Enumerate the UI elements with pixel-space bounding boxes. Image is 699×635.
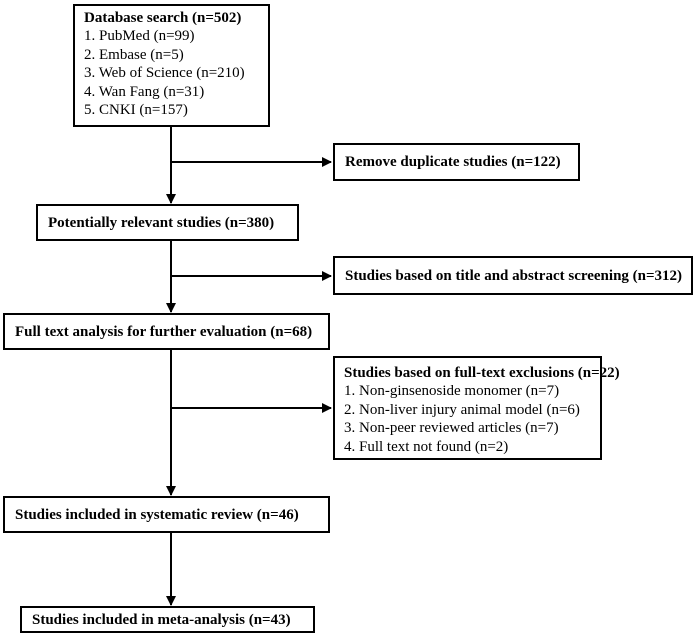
exclusion-item: 2. Non-liver injury animal model (n=6) (344, 401, 580, 418)
remove-duplicates-title: Remove duplicate studies (n=122) (345, 154, 561, 170)
systematic-review-box: Studies included in systematic review (n… (3, 496, 330, 533)
systematic-review-title: Studies included in systematic review (n… (15, 506, 299, 523)
database-item: 5. CNKI (n=157) (84, 102, 188, 118)
title-abstract-screening-box: Studies based on title and abstract scre… (333, 256, 693, 295)
database-search-title: Database search (n=502) (84, 10, 242, 26)
remove-duplicates-box: Remove duplicate studies (n=122) (333, 143, 580, 181)
exclusion-item: 3. Non-peer reviewed articles (n=7) (344, 420, 559, 436)
fulltext-exclusions-box: Studies based on full-text exclusions (n… (333, 356, 620, 460)
potentially-relevant-title: Potentially relevant studies (n=380) (48, 214, 275, 231)
meta-analysis-title: Studies included in meta-analysis (n=43) (32, 611, 291, 628)
database-item: 1. PubMed (n=99) (84, 28, 195, 44)
fulltext-exclusions-title: Studies based on full-text exclusions (n… (344, 365, 620, 381)
database-search-box: Database search (n=502) 1. PubMed (n=99)… (73, 4, 270, 127)
full-text-analysis-title: Full text analysis for further evaluatio… (15, 323, 313, 340)
database-item: 2. Embase (n=5) (84, 46, 184, 63)
meta-analysis-box: Studies included in meta-analysis (n=43) (20, 606, 315, 633)
potentially-relevant-box: Potentially relevant studies (n=380) (36, 204, 299, 241)
database-item: 4. Wan Fang (n=31) (84, 83, 205, 100)
full-text-analysis-box: Full text analysis for further evaluatio… (3, 313, 330, 350)
exclusion-item: 1. Non-ginsenoside monomer (n=7) (344, 383, 560, 399)
exclusion-item: 4. Full text not found (n=2) (344, 438, 509, 455)
database-item: 3. Web of Science (n=210) (84, 65, 245, 81)
title-abstract-screening-title: Studies based on title and abstract scre… (345, 267, 683, 284)
